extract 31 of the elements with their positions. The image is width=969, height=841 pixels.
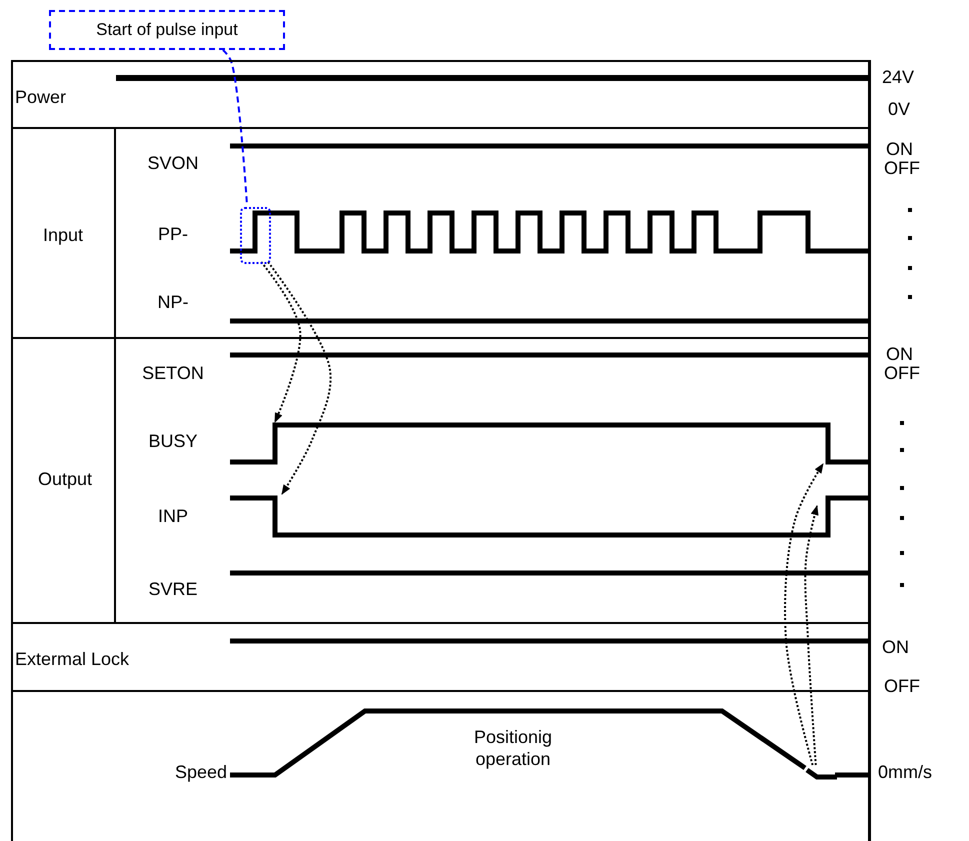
signal-step [805,767,837,780]
leader-line [222,49,248,206]
row-label: Speed [174,761,227,783]
signal-name: SETON [141,362,205,384]
level-label: 0mm/s [878,761,932,783]
highlight-box [240,207,271,264]
callout-box: Start of pulse input [49,10,285,50]
row-label: Input [42,224,84,246]
arrow [804,505,819,766]
level-label: ON [886,343,913,365]
signal-name: BUSY [147,430,199,452]
signal-name: INP [156,505,189,527]
level-label: OFF [884,675,920,697]
arrow [784,463,824,766]
signal-name: SVRE [147,578,199,600]
row-label: Output [36,468,94,490]
signal-name: SVON [146,152,200,174]
row-label: Power [15,86,66,108]
signal-name: NP- [156,291,190,313]
table-frame [11,60,871,841]
level-label: ON [882,636,909,658]
annotation-text: Positionig operation [472,726,554,770]
level-label: OFF [884,362,920,384]
level-label: 0V [888,98,910,120]
row-label: Extermal Lock [15,648,130,670]
arrow [260,261,302,423]
signal-name: PP- [156,223,189,245]
level-label: 24V [882,66,914,88]
level-label: OFF [884,157,920,179]
arrow [267,261,332,495]
level-label: ON [886,138,913,160]
